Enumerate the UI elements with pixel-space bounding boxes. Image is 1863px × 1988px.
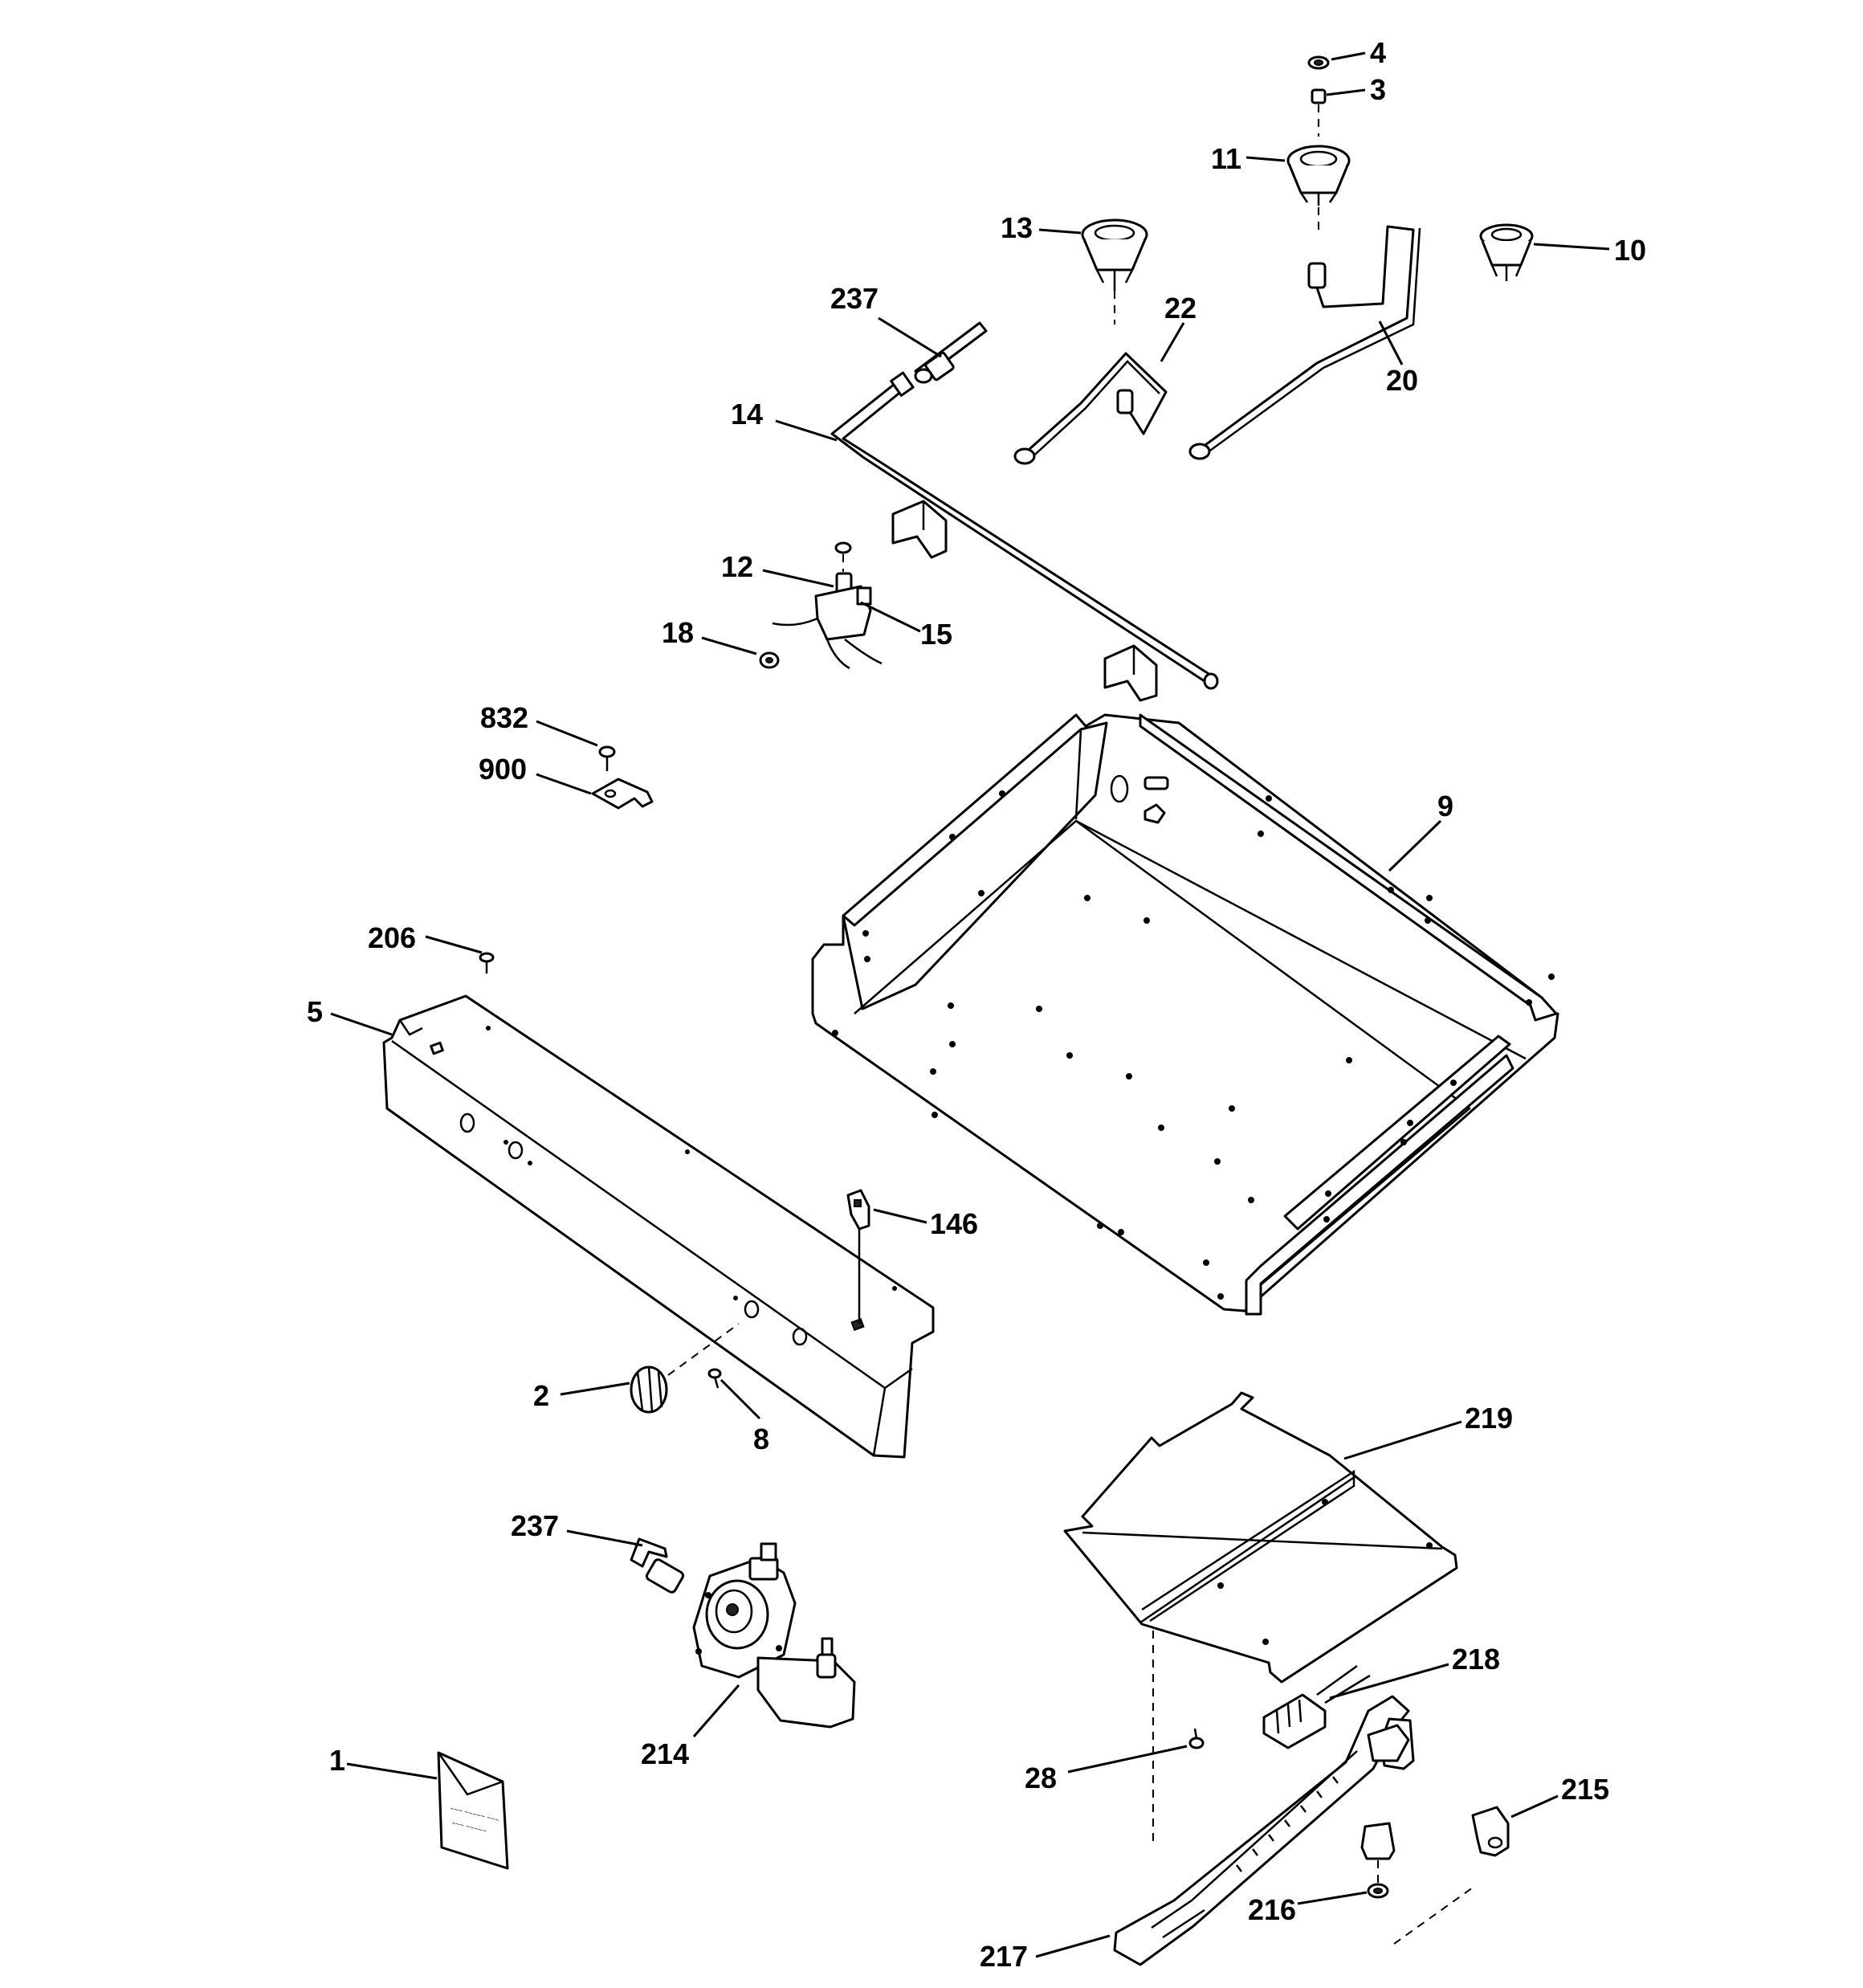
manifold-bracket — [1103, 644, 1158, 702]
burner-orifice-3 — [1311, 88, 1327, 137]
control-knob-2 — [630, 1323, 740, 1414]
callout-22: 22 — [1164, 292, 1196, 325]
callout-14: 14 — [731, 398, 763, 431]
burner-head-icon — [1479, 223, 1534, 281]
screw-28 — [1188, 1728, 1205, 1749]
callout-5: 5 — [307, 995, 323, 1028]
control-panel-5 — [382, 994, 935, 1459]
callout-4: 4 — [1370, 36, 1386, 69]
callout-237-valve: 237 — [511, 1509, 559, 1542]
literature-envelope-icon: ~~~ ~~~~~ ~~~ ~~~ ~~~~~ — [437, 1751, 509, 1870]
callout-237-manifold: 237 — [830, 282, 879, 315]
callout-10: 10 — [1614, 234, 1646, 267]
callout-12: 12 — [721, 550, 753, 583]
valve-fitting-237 — [630, 1537, 684, 1594]
callout-832: 832 — [480, 701, 528, 734]
screw-206 — [479, 952, 495, 974]
callout-219: 219 — [1465, 1402, 1513, 1435]
burner-head-icon — [1286, 145, 1351, 235]
gas-manifold-pipe-icon — [830, 371, 1219, 690]
callout-18: 18 — [662, 616, 694, 649]
callout-215: 215 — [1561, 1773, 1609, 1806]
burner-shield-219 — [1063, 1391, 1458, 1847]
gas-valve-icon — [692, 1542, 856, 1729]
bracket-215 — [1393, 1806, 1510, 1945]
burner-box-9 — [811, 713, 1559, 1316]
igniter-218 — [1262, 1664, 1371, 1749]
burner-cap-nut-4 — [1307, 55, 1330, 70]
igniter-nut-18 — [759, 651, 780, 669]
callout-labels: 4 3 11 13 10 237 22 20 14 12 15 18 832 9… — [307, 36, 1646, 1973]
burner-tube-20 — [1188, 225, 1421, 460]
burner-tube-22 — [1013, 352, 1168, 465]
igniter-switch-12 — [772, 541, 883, 670]
manifold-bracket — [891, 500, 948, 559]
callout-28: 28 — [1025, 1761, 1057, 1794]
callout-218: 218 — [1452, 1643, 1500, 1676]
manifold-fitting-237 — [914, 321, 988, 384]
callout-217: 217 — [980, 1940, 1028, 1973]
screw-8 — [707, 1368, 722, 1389]
callout-214: 214 — [641, 1737, 689, 1770]
callout-20: 20 — [1386, 364, 1418, 397]
burner-box-holes — [832, 790, 1555, 1300]
callout-1: 1 — [329, 1744, 345, 1777]
callout-13: 13 — [1001, 211, 1033, 244]
callout-206: 206 — [368, 921, 416, 954]
callout-146: 146 — [930, 1207, 978, 1240]
bracket-900 — [591, 778, 654, 810]
callout-15: 15 — [920, 618, 952, 651]
clip-146 — [846, 1189, 870, 1324]
oven-burner-217 — [1113, 1695, 1415, 1966]
callout-3: 3 — [1370, 73, 1386, 106]
callout-900: 900 — [479, 753, 527, 786]
callout-9: 9 — [1437, 790, 1453, 823]
burner-head-icon — [1081, 218, 1148, 325]
callout-11: 11 — [1211, 142, 1241, 175]
orifice-holder-216 — [1360, 1822, 1396, 1899]
leader-lines — [330, 51, 1610, 1958]
callout-2: 2 — [533, 1379, 549, 1412]
screw-832 — [598, 745, 616, 771]
callout-216: 216 — [1248, 1893, 1296, 1926]
callout-8: 8 — [753, 1423, 769, 1455]
